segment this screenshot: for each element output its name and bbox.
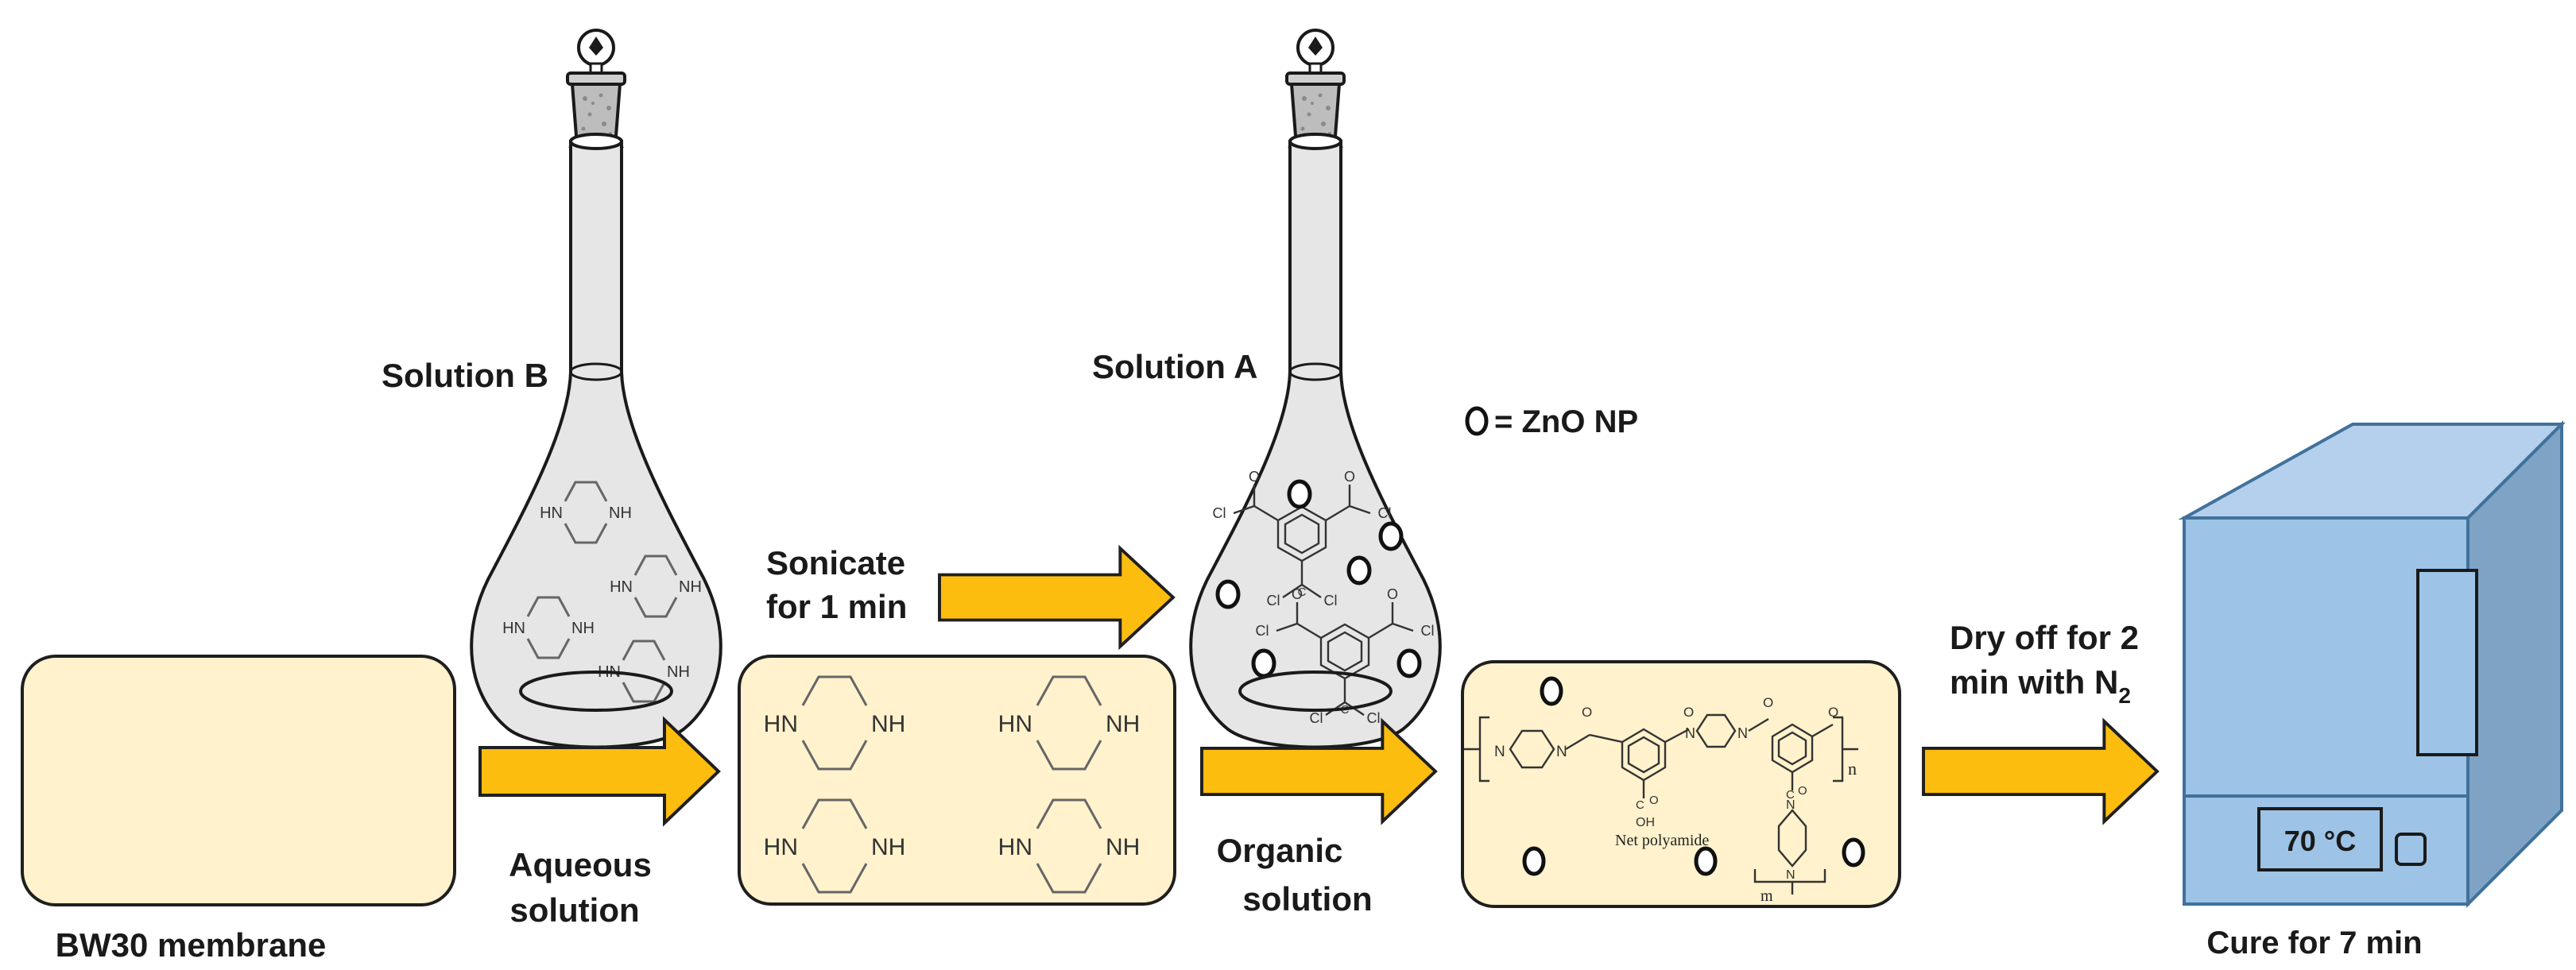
sonicate-label-line2: for 1 min	[766, 588, 907, 625]
oven-door-handle	[2416, 569, 2478, 756]
oven-temperature-display	[2257, 807, 2383, 871]
right-arrow-icon	[938, 547, 1175, 648]
svg-text:C: C	[1636, 798, 1644, 812]
polyamide-panel: n N N O O C O OH N N O O C O N N m Net p…	[1461, 660, 1901, 908]
legend: = ZnO NP	[1465, 404, 1638, 439]
solution-a-label: Solution A	[1092, 348, 1257, 385]
sonicate-label-line1: Sonicate	[766, 544, 905, 582]
svg-text:N: N	[1494, 744, 1505, 760]
stir-bar	[1238, 670, 1393, 712]
oven-temperature-label: 70 °C	[2284, 825, 2356, 857]
svg-text:O: O	[1763, 695, 1773, 710]
svg-text:N: N	[1556, 744, 1567, 760]
oven-icon: 70 °C	[2178, 420, 2566, 908]
aqueous-membrane-panel	[738, 655, 1176, 906]
organic-label-line2: solution	[1242, 880, 1372, 918]
svg-text:O: O	[1683, 705, 1694, 720]
solution-b-label: Solution B	[382, 357, 548, 394]
aqueous-label-line2: solution	[509, 891, 639, 929]
svg-text:Net polyamide: Net polyamide	[1615, 832, 1709, 849]
svg-text:OH: OH	[1636, 816, 1655, 829]
flask-a	[1189, 29, 1442, 749]
volumetric-flask-icon	[1189, 29, 1442, 749]
aqueous-label-line1: Aqueous	[509, 846, 652, 883]
right-arrow-icon	[1922, 719, 2159, 824]
flask-b	[470, 29, 722, 749]
svg-text:n: n	[1848, 759, 1857, 779]
zno-np-circles	[1215, 479, 1422, 678]
dry-label-line2: min with N2	[1950, 663, 2131, 708]
svg-text:N: N	[1737, 725, 1748, 741]
organic-label-line1: Organic	[1217, 832, 1343, 869]
bw30-membrane-label: BW30 membrane	[56, 926, 327, 964]
svg-text:O: O	[1649, 794, 1659, 807]
svg-text:m: m	[1761, 887, 1773, 905]
cure-label: Cure for 7 min	[2206, 926, 2422, 960]
svg-text:N: N	[1786, 868, 1795, 882]
dry-label-line1: Dry off for 2	[1950, 619, 2139, 656]
svg-text:N: N	[1685, 725, 1695, 741]
svg-text:N: N	[1786, 798, 1795, 812]
stir-bar	[519, 670, 673, 712]
svg-text:O: O	[1828, 705, 1838, 720]
svg-text:O: O	[1798, 784, 1807, 798]
zno-np-circle-icon	[1465, 406, 1489, 436]
legend-label: = ZnO NP	[1494, 404, 1638, 439]
oven-knob	[2395, 833, 2427, 866]
svg-text:C: C	[1786, 788, 1795, 802]
svg-text:O: O	[1582, 705, 1592, 720]
bw30-membrane-panel	[21, 655, 456, 906]
